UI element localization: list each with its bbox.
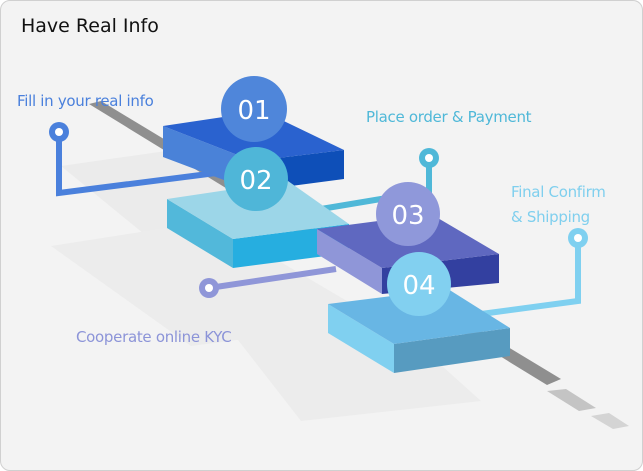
floor-shadow xyxy=(231,311,481,421)
road-dash xyxy=(591,413,629,429)
step-circle-01 xyxy=(221,76,287,142)
page-title: Have Real Info xyxy=(21,15,159,37)
step-circle-04 xyxy=(387,252,451,316)
step-label-02: Cooperate online KYC xyxy=(76,328,232,346)
step-number-03: 03 xyxy=(391,201,424,231)
step-label-03: Place order & Payment xyxy=(366,108,532,126)
step-circle-02 xyxy=(224,147,288,211)
connector-step-4 xyxy=(480,228,588,317)
step-label-04-line1: Final Confirm xyxy=(511,183,606,201)
step-number-01: 01 xyxy=(237,96,270,126)
connector-step-2 xyxy=(199,266,337,298)
road-dash xyxy=(547,389,596,411)
step-circle-03 xyxy=(376,182,440,246)
step-number-04: 04 xyxy=(402,271,435,301)
connector-step-1 xyxy=(49,122,217,197)
step-block-04 xyxy=(328,289,510,373)
step-label-04-line2: & Shipping xyxy=(511,208,590,226)
step-label-01: Fill in your real info xyxy=(17,92,154,110)
step-number-02: 02 xyxy=(239,166,272,196)
